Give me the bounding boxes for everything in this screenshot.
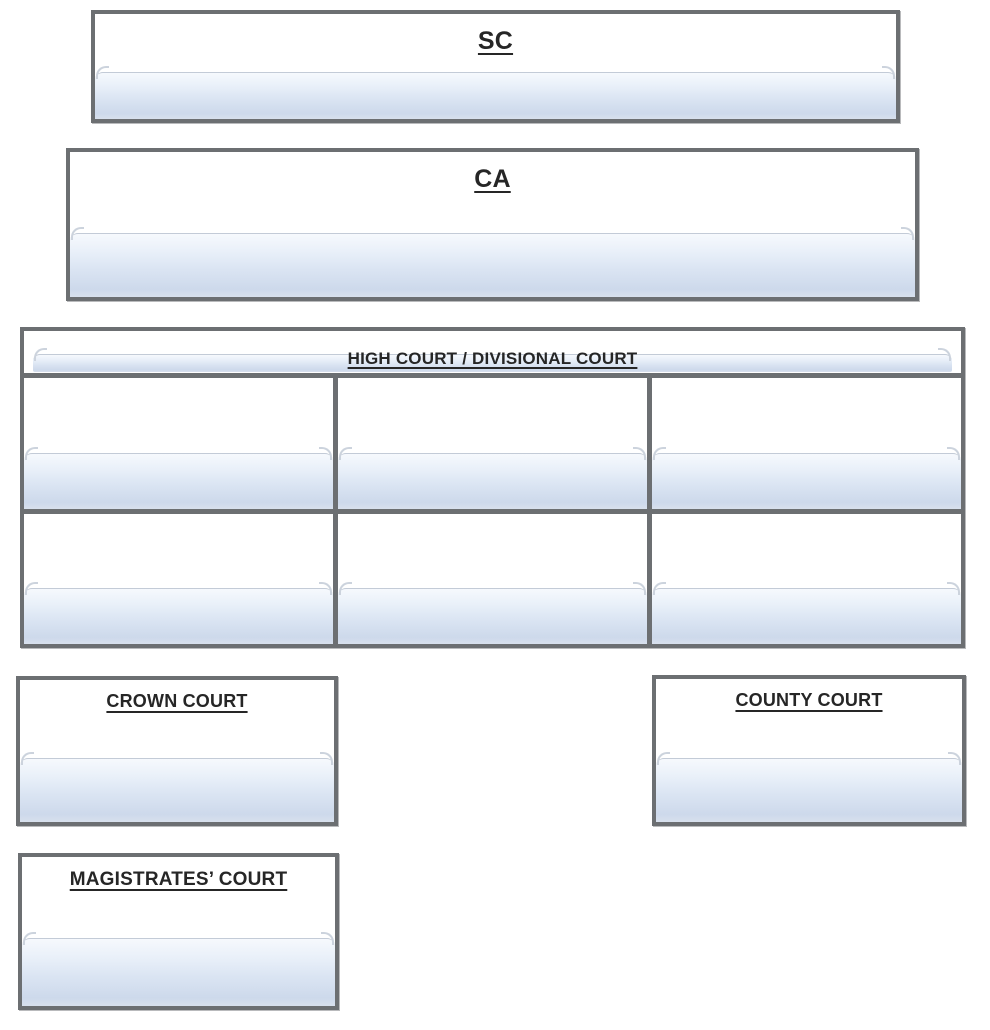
high-court-cell-r2c2 bbox=[338, 513, 647, 644]
high-court-cell-r1c3 bbox=[652, 378, 961, 509]
high-court-table: HIGH COURT / DIVISIONAL COURT bbox=[20, 327, 965, 648]
high-court-header: HIGH COURT / DIVISIONAL COURT bbox=[24, 331, 961, 378]
magistrates-court-box: MAGISTRATES’ COURT bbox=[18, 853, 339, 1010]
cell-placeholder-bar bbox=[652, 446, 961, 509]
magistrates-court-label: MAGISTRATES’ COURT bbox=[69, 869, 288, 890]
cell-placeholder-bar bbox=[24, 582, 333, 644]
court-of-appeal-label: CA bbox=[474, 165, 511, 193]
high-court-cell-r2c1 bbox=[24, 513, 333, 644]
supreme-court-placeholder-bar bbox=[95, 66, 896, 119]
county-court-placeholder-bar bbox=[656, 752, 962, 822]
cell-placeholder-bar bbox=[652, 582, 961, 644]
high-court-label: HIGH COURT / DIVISIONAL COURT bbox=[347, 349, 638, 368]
high-court-cell-r2c3 bbox=[652, 513, 961, 644]
crown-court-label: CROWN COURT bbox=[106, 691, 248, 711]
supreme-court-box: SC bbox=[91, 10, 900, 123]
crown-court-box: CROWN COURT bbox=[16, 676, 338, 826]
county-court-label: COUNTY COURT bbox=[735, 690, 883, 710]
high-court-header-bar bbox=[33, 348, 952, 372]
county-court-box: COUNTY COURT bbox=[652, 675, 966, 826]
cell-placeholder-bar bbox=[24, 446, 333, 509]
high-court-cell-r1c2 bbox=[338, 378, 647, 509]
cell-placeholder-bar bbox=[338, 446, 647, 509]
court-of-appeal-placeholder-bar bbox=[70, 227, 915, 297]
high-court-grid bbox=[24, 378, 961, 644]
court-of-appeal-box: CA bbox=[66, 148, 919, 301]
cell-placeholder-bar bbox=[338, 582, 647, 644]
supreme-court-label: SC bbox=[477, 27, 514, 55]
magistrates-court-placeholder-bar bbox=[22, 932, 335, 1006]
high-court-cell-r1c1 bbox=[24, 378, 333, 509]
crown-court-placeholder-bar bbox=[20, 752, 334, 822]
